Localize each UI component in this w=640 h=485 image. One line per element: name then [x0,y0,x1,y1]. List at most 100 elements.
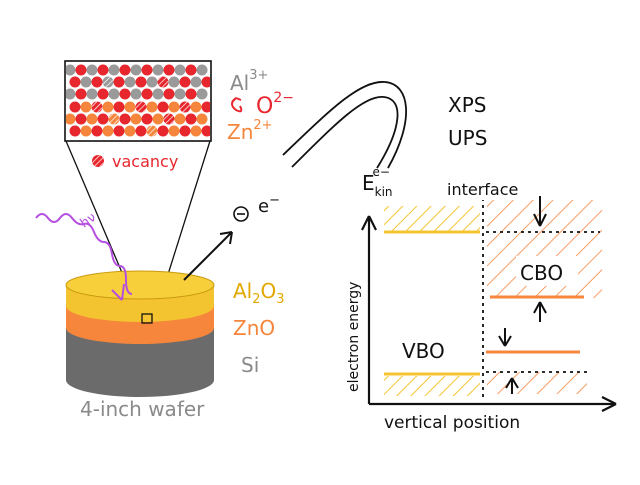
photon-wave: hν [35,210,133,301]
wafer-label: 4-inch wafer [80,397,205,421]
atom [201,125,210,137]
analyzer-tube [282,81,408,169]
atom [163,64,175,76]
atom [119,113,131,125]
zn-ion-label: Zn2+ [227,118,273,144]
atom [196,113,208,125]
al-ion-label: Al3+ [230,68,268,95]
atom [196,64,208,76]
vacancy-atom [179,101,191,113]
atom [102,125,114,137]
interface-label: interface [447,180,518,199]
atom [163,88,175,100]
atom [86,88,98,100]
sample-spot [141,313,153,324]
atom [91,76,103,88]
atom [66,64,76,76]
atom [86,64,98,76]
right-vb-hatch [487,372,587,394]
atom [190,125,202,137]
atom [66,88,76,100]
atom [179,76,191,88]
x-axis-arrow-icon [601,396,617,412]
atom [113,76,125,88]
atom [113,101,125,113]
atom [124,125,136,137]
vacancy-atom [157,76,169,88]
atom [146,76,158,88]
atom [152,113,164,125]
atom [168,76,180,88]
atom [152,88,164,100]
vacancy-atom [108,113,120,125]
x-axis-label: vertical position [384,413,520,433]
ion-labels: Al3+ O2− Zn2+ [227,68,294,144]
atom [179,125,191,137]
atom [168,101,180,113]
atom [135,76,147,88]
atom [130,64,142,76]
photon-label: hν [78,210,99,231]
atom [97,64,109,76]
vacancy-atom [146,125,158,137]
atom [157,125,169,137]
atom [124,76,136,88]
vacancy-label: vacancy [112,152,178,171]
ekin-label: Ekine− [362,165,393,199]
atom [201,76,210,88]
atom-grid [66,64,210,137]
atom [69,125,81,137]
atom [75,64,87,76]
atom [185,88,197,100]
atom [119,88,131,100]
atom [97,88,109,100]
atom [201,101,210,113]
ups-label: UPS [448,126,487,150]
atom [75,113,87,125]
atom [141,88,153,100]
cbo-label: CBO [520,261,563,285]
o-ion-label: O2− [256,90,294,119]
zno-label: ZnO [233,316,275,340]
electron-emission: e− [183,193,280,281]
photon-arrowhead-icon [111,283,125,301]
y-axis-label: electron energy [346,282,362,392]
atom [69,76,81,88]
atom [174,64,186,76]
y-axis-arrow-icon [361,215,377,231]
xps-label: XPS [448,93,486,117]
atom [190,76,202,88]
atom [66,113,76,125]
atom [146,101,158,113]
vacancy-legend: vacancy [92,152,178,171]
atom [75,88,87,100]
atom [141,113,153,125]
left-cb-hatch [384,206,480,232]
si-layer [66,325,214,397]
atom [174,113,186,125]
atom [80,101,92,113]
electron-arrowhead-icon [219,231,233,245]
atom [130,88,142,100]
cbo-down-arrow-icon [533,213,547,227]
atom [69,101,81,113]
atom [130,113,142,125]
atom [196,88,208,100]
atom [157,101,169,113]
atom [102,101,114,113]
electron-arrow [183,231,233,281]
atom [113,125,125,137]
wafer-stack [65,270,215,397]
atom [152,64,164,76]
atom [80,125,92,137]
vbo-up-arrow-icon [505,377,519,389]
wafer-top-surface [65,270,215,300]
band-diagram: CBO VBO interface electron energy vertic… [346,180,617,433]
atom [97,113,109,125]
electron-label: e− [258,193,280,217]
vacancy-atom [91,101,103,113]
atom [124,101,136,113]
vbo-label: VBO [402,339,445,363]
atom [141,64,153,76]
